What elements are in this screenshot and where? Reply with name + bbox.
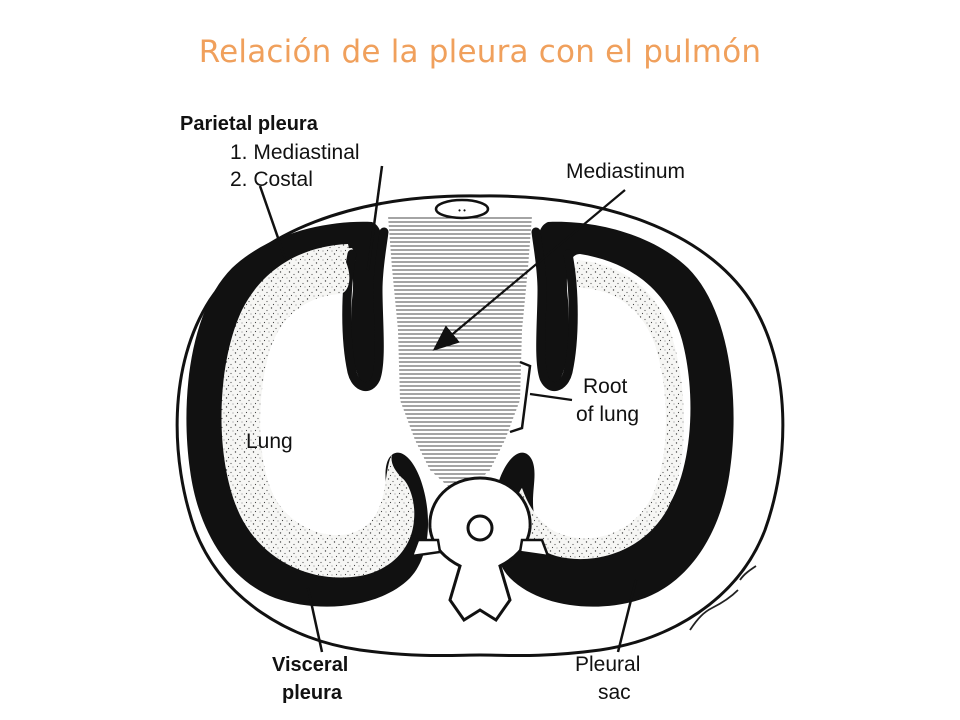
label-pleural-line2: sac: [598, 681, 631, 704]
root-of-lung-leader: [529, 392, 573, 402]
mediastinum-leader: [432, 189, 626, 351]
slide-title: Relación de la pleura con el pulmón: [198, 34, 762, 70]
right-mediastinal-pleura: [531, 227, 578, 391]
label-mediastinum: Mediastinum: [566, 160, 685, 183]
parietal-costal-leader: [258, 185, 287, 259]
sternum: • •: [434, 198, 490, 220]
label-visceral-line1: Visceral: [272, 654, 348, 676]
vertebra: [410, 476, 550, 623]
label-pleural-line1: Pleural: [575, 653, 640, 676]
left-mediastinal-pleura: [342, 227, 389, 391]
visceral-pleura-leader: [306, 587, 324, 653]
label-lung: Lung: [246, 430, 293, 453]
label-parietal-pleura: Parietal pleura: [180, 113, 319, 135]
root-of-lung-bracket: [509, 360, 532, 434]
label-visceral-line2: pleura: [282, 682, 343, 704]
label-mediastinal: 1. Mediastinal: [230, 141, 360, 164]
label-root-line2: of lung: [576, 403, 639, 426]
label-costal: 2. Costal: [230, 168, 313, 191]
right-pleural-sac: [491, 221, 734, 607]
left-lung-body: [230, 262, 402, 562]
svg-text:• •: • •: [458, 206, 466, 215]
artist-signature: [689, 565, 757, 631]
right-lung: [516, 260, 684, 560]
parietal-mediastinal-leader: [366, 165, 384, 271]
pleural-sac-leader: [616, 579, 638, 653]
label-root-line1: Root: [583, 375, 628, 398]
mediastinum-region: [388, 216, 532, 488]
